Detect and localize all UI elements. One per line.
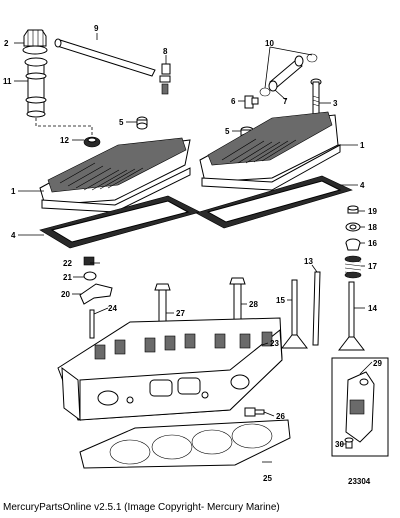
callout-3: 3 xyxy=(333,99,338,108)
grommet-12[interactable] xyxy=(83,136,101,148)
exploded-parts-diagram: 2 11 9 8 5 12 1 4 10 7 6 3 5 1 4 19 18 1… xyxy=(3,24,389,486)
callout-labels: 2 11 9 8 5 12 1 4 10 7 6 3 5 1 4 19 18 1… xyxy=(3,24,382,486)
figure-number: 23304 xyxy=(348,477,371,486)
callout-24: 24 xyxy=(108,304,117,313)
head-bolt-28[interactable] xyxy=(229,277,246,325)
callout-20: 20 xyxy=(61,290,70,299)
callout-1-left: 1 xyxy=(11,187,16,196)
callout-4-left: 4 xyxy=(11,231,16,240)
callout-22: 22 xyxy=(63,259,72,268)
leader-lines xyxy=(14,33,373,463)
bracket-29[interactable] xyxy=(345,371,375,443)
callout-29: 29 xyxy=(373,359,382,368)
copyright-footer: MercuryPartsOnline v2.5.1 (Image Copyrig… xyxy=(3,502,280,513)
crankcase-vent-hose[interactable] xyxy=(268,55,304,92)
bolt-3[interactable] xyxy=(310,78,322,121)
cylinder-head[interactable] xyxy=(57,317,283,422)
valve-spring-17[interactable] xyxy=(344,255,362,279)
ball-21[interactable] xyxy=(83,271,97,281)
callout-9: 9 xyxy=(94,24,99,33)
callout-23: 23 xyxy=(270,339,279,348)
vent-tube[interactable] xyxy=(54,38,156,77)
callout-14: 14 xyxy=(368,304,377,313)
callout-26: 26 xyxy=(276,412,285,421)
callout-21: 21 xyxy=(63,273,72,282)
elbow-fitting-8[interactable] xyxy=(159,63,171,95)
callout-5-right: 5 xyxy=(225,127,230,136)
valve-cover-left[interactable] xyxy=(39,137,191,213)
callout-13: 13 xyxy=(304,257,313,266)
rocker-arm-20[interactable] xyxy=(79,283,113,305)
screw-30[interactable] xyxy=(344,437,354,449)
callout-6: 6 xyxy=(231,97,236,106)
callout-7: 7 xyxy=(283,97,288,106)
callout-2: 2 xyxy=(4,39,9,48)
sensor-26[interactable] xyxy=(244,407,265,417)
callout-18: 18 xyxy=(368,223,377,232)
exhaust-valve-14[interactable] xyxy=(337,281,366,351)
callout-30: 30 xyxy=(335,440,344,449)
callout-28: 28 xyxy=(249,300,258,309)
callout-25: 25 xyxy=(263,474,272,483)
callout-16: 16 xyxy=(368,239,377,248)
nut-22[interactable] xyxy=(83,256,95,266)
callout-8: 8 xyxy=(163,47,168,56)
retainer-16[interactable] xyxy=(345,238,361,251)
head-gasket[interactable] xyxy=(79,419,291,469)
callout-5-left: 5 xyxy=(119,118,124,127)
fitting-6[interactable] xyxy=(244,95,259,109)
callout-15: 15 xyxy=(276,296,285,305)
valve-cover-right[interactable] xyxy=(199,111,341,191)
valve-cover-gasket-right[interactable] xyxy=(195,175,353,229)
callout-11: 11 xyxy=(3,77,12,86)
callout-10: 10 xyxy=(265,39,274,48)
plug-5-left[interactable] xyxy=(136,116,148,130)
stud-24[interactable] xyxy=(89,309,95,339)
pushrod-13[interactable] xyxy=(312,271,321,346)
oil-fill-tube[interactable] xyxy=(24,57,48,118)
callout-1-right: 1 xyxy=(360,141,365,150)
rocker-stud-19[interactable] xyxy=(347,205,359,214)
callout-19: 19 xyxy=(368,207,377,216)
oil-fill-cap[interactable] xyxy=(22,29,48,55)
washer-18[interactable] xyxy=(345,222,361,232)
callout-17: 17 xyxy=(368,262,377,271)
valve-spring-row xyxy=(94,331,273,360)
callout-27: 27 xyxy=(176,309,185,318)
ports xyxy=(97,374,250,406)
callout-12: 12 xyxy=(60,136,69,145)
intake-valve-15[interactable] xyxy=(280,279,309,349)
callout-4-right: 4 xyxy=(360,181,365,190)
